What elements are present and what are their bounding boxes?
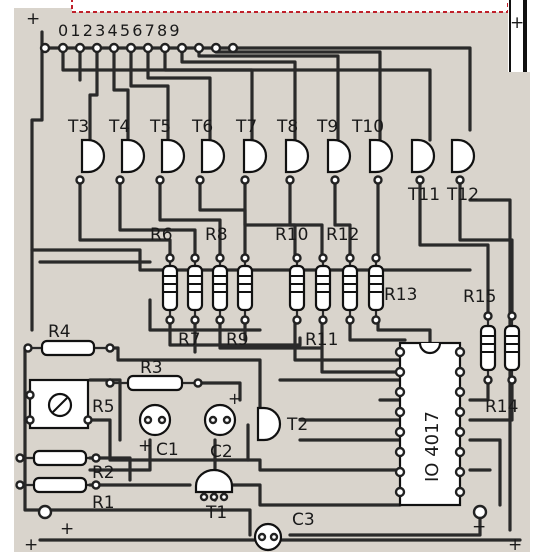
header-pad	[91, 42, 103, 54]
resistor-label-r10: R10	[275, 225, 308, 245]
header-pad	[39, 42, 51, 54]
vertical-resistors	[161, 253, 385, 325]
resistor-label-r7: R7	[178, 330, 201, 350]
transistor-label: T4	[108, 117, 130, 137]
transistor-label: T8	[276, 117, 298, 137]
ic-body	[398, 341, 462, 507]
resistor-pads	[165, 253, 381, 325]
resistor-label-r1: R1	[92, 493, 115, 513]
transistor-label: T11	[407, 185, 440, 205]
resistor-label-r4: R4	[48, 322, 71, 342]
header-pad	[193, 42, 205, 54]
digit-row-label: 0123456789	[58, 21, 182, 40]
resistor-label-r15: R15	[463, 287, 496, 307]
transistor-t1	[194, 468, 234, 494]
plus-c2-label: +	[228, 389, 241, 408]
capacitor-c3	[253, 522, 283, 552]
resistor-label-r6: R6	[150, 225, 173, 245]
resistor-label-r14: R14	[485, 397, 518, 417]
transistor-label: T7	[235, 117, 257, 137]
potentiometer-slot	[52, 397, 68, 413]
ic-pins	[394, 346, 466, 498]
header-pad	[227, 42, 239, 54]
resistors-r14-r15: R15 R14	[463, 287, 521, 417]
header-pad	[74, 42, 86, 54]
transistor-label-t2: T2	[286, 415, 308, 435]
resistor-r4	[40, 339, 96, 357]
resistor-r1	[32, 476, 88, 494]
header-pad	[210, 42, 222, 54]
plus-bottom-left-label: +	[24, 535, 38, 554]
capacitor-label-c1: C1	[156, 440, 179, 460]
transistor-row: T3 T4 T5 T6 T7 T8 T9 T10 T11 T12	[67, 117, 479, 205]
ic-notch	[418, 342, 442, 355]
transistor-body	[80, 138, 476, 174]
resistor-label-r8: R8	[205, 225, 228, 245]
resistor-label-r13: R13	[384, 285, 417, 305]
plus-top-right-label: +	[510, 13, 524, 33]
plus-bottom-left-2-label: +	[60, 519, 74, 539]
transistor-label: T10	[351, 117, 384, 137]
plus-c1-label: +	[138, 436, 152, 456]
resistor-r2	[32, 449, 88, 467]
capacitor-label-c2: C2	[210, 442, 233, 462]
header-pad	[108, 42, 120, 54]
header-connector: + + 0123456789	[26, 9, 524, 54]
capacitor-c2	[203, 403, 237, 437]
header-pad	[142, 42, 154, 54]
capacitor-label-c3: C3	[292, 510, 315, 530]
resistor-label-r12: R12	[326, 225, 359, 245]
resistor-bank: R6 R8 R10 R12 R13 R7 R9 R11	[150, 225, 417, 350]
capacitor-c1	[138, 403, 172, 437]
transistor-pads	[75, 175, 465, 185]
resistor-label-r11: R11	[305, 330, 338, 350]
transistor-label: T3	[67, 117, 89, 137]
transistor-label: T9	[316, 117, 338, 137]
header-pad	[125, 42, 137, 54]
header-pad	[176, 42, 188, 54]
resistor-label-r9: R9	[226, 330, 249, 350]
ic-label: IO 4017	[422, 411, 443, 482]
resistor-label-r2: R2	[92, 463, 115, 483]
plus-top-left-label: +	[26, 9, 40, 29]
transistor-label: T5	[149, 117, 171, 137]
left-cluster: R4 R3 R5 + C1 + C2 T2 R2 R1	[15, 322, 522, 555]
minus-bottom-right-label: −	[472, 517, 486, 537]
transistor-t2	[256, 406, 282, 442]
header-dashed-frame	[71, 0, 509, 13]
transistor-label-t1: T1	[205, 503, 227, 523]
resistor-r3	[126, 374, 184, 392]
transistor-label: T12	[446, 185, 479, 205]
header-pad	[57, 42, 69, 54]
plus-bottom-right-label: +	[508, 535, 522, 554]
transistor-label: T6	[191, 117, 213, 137]
ic-4017: IO 4017	[394, 341, 466, 507]
resistor-label-r3: R3	[140, 358, 163, 378]
header-pad	[159, 42, 171, 54]
resistor-label-r5: R5	[92, 397, 115, 417]
